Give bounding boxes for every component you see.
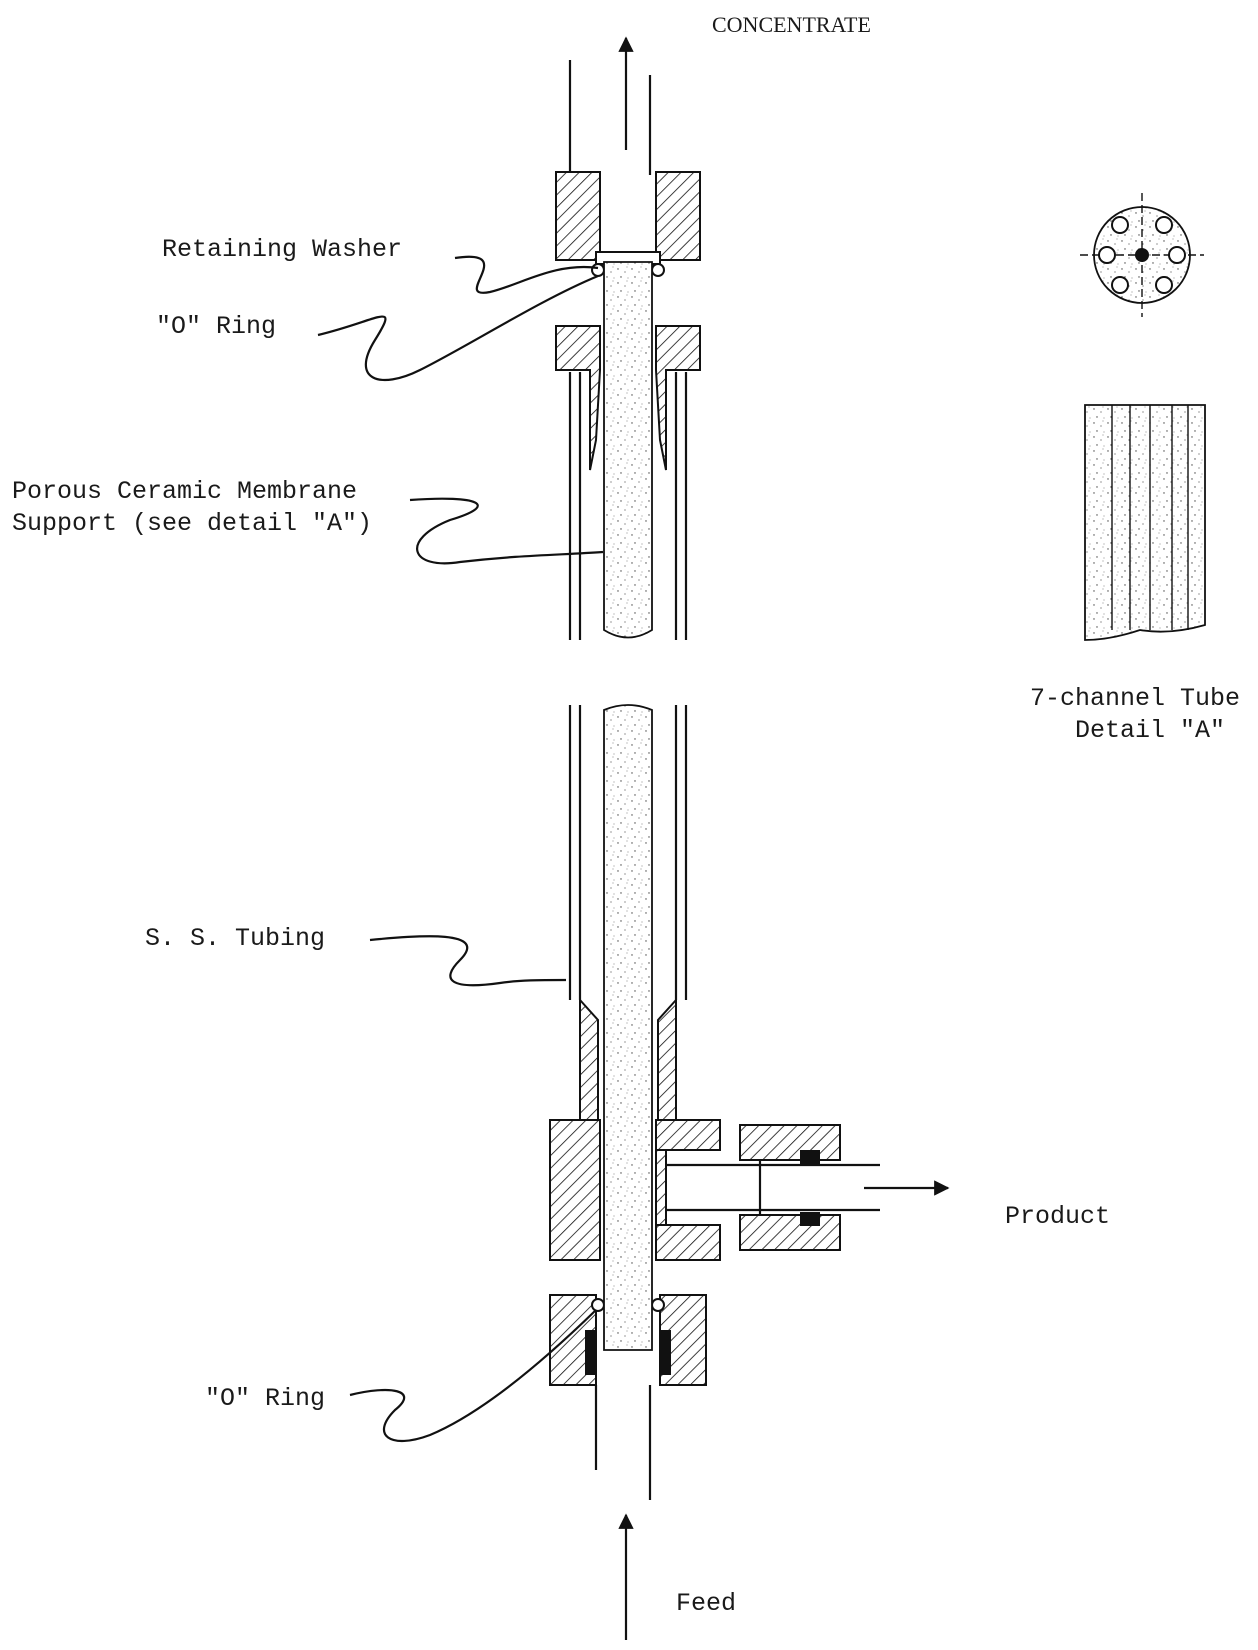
label-porous-membrane-line2: Support (see detail "A") <box>12 509 372 538</box>
tee-body-right-lower <box>655 1224 721 1261</box>
leader-lines <box>317 255 604 1443</box>
product-seal-upper <box>800 1150 820 1164</box>
tube-side-view <box>1084 404 1206 641</box>
bottom-seal-right <box>661 1330 671 1375</box>
label-product: Product <box>1005 1202 1110 1231</box>
leader-porous-membrane <box>409 497 604 565</box>
bottom-ferrule-right <box>657 997 677 1121</box>
channel-6 <box>1155 276 1173 294</box>
label-retaining-washer: Retaining Washer <box>162 235 402 264</box>
ceramic-tube-bottom <box>603 704 653 1351</box>
top-nut-right <box>655 171 701 261</box>
detail-a <box>1080 193 1206 641</box>
channel-2 <box>1155 216 1173 234</box>
label-tube-detail-line1: 7-channel Tube <box>1030 684 1240 713</box>
label-feed: Feed <box>676 1589 736 1618</box>
tee-body-right-upper <box>655 1119 721 1151</box>
bottom-assembly <box>549 704 950 1640</box>
bottom-o-ring-left <box>591 1298 605 1312</box>
label-concentrate: CONCENTRATE <box>712 12 871 37</box>
channel-4 <box>1168 246 1186 264</box>
top-body-left <box>555 325 601 471</box>
bottom-ferrule-left <box>579 997 599 1121</box>
label-o-ring-top: "O" Ring <box>156 312 276 341</box>
channel-5 <box>1111 276 1129 294</box>
leader-ss-tubing <box>369 935 567 987</box>
center-channel <box>1135 248 1149 262</box>
product-nut-lower <box>739 1214 841 1251</box>
bottom-o-ring-right <box>651 1298 665 1312</box>
bottom-nut-right <box>659 1294 707 1386</box>
bottom-seal-left <box>585 1330 595 1375</box>
product-seal-lower <box>800 1212 820 1226</box>
label-o-ring-bottom: "O" Ring <box>205 1384 325 1413</box>
top-assembly <box>555 36 701 640</box>
channel-3 <box>1098 246 1116 264</box>
o-ring-right <box>651 263 665 277</box>
top-nut-left <box>555 171 601 261</box>
label-tube-detail-line2: Detail "A" <box>1075 716 1225 745</box>
channel-1 <box>1111 216 1129 234</box>
leader-retaining-washer <box>454 255 599 294</box>
label-ss-tubing: S. S. Tubing <box>145 924 325 953</box>
leader-o-ring-bottom <box>349 1309 597 1443</box>
labels: CONCENTRATE Retaining Washer "O" Ring Po… <box>12 12 1240 1618</box>
o-ring-left <box>591 263 605 277</box>
tee-body-right-web <box>655 1149 667 1226</box>
tee-body-left <box>549 1119 601 1261</box>
ceramic-tube-top <box>603 261 653 639</box>
leader-o-ring-top <box>317 274 599 382</box>
label-porous-membrane-line1: Porous Ceramic Membrane <box>12 477 357 506</box>
product-nut-upper <box>739 1124 841 1161</box>
top-body-right <box>655 325 701 471</box>
